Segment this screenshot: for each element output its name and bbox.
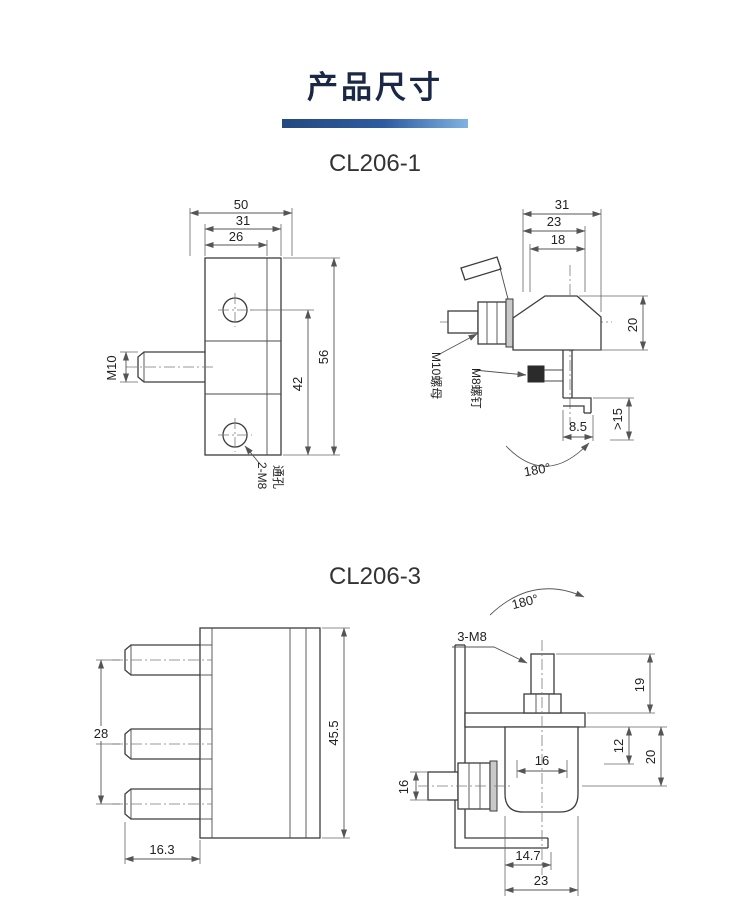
cl206-3-side-view: 3-M8 19 12 20 16 16 <box>396 588 667 896</box>
dim-pin-length: 16.3 <box>149 842 174 857</box>
dim-body-height: 20 <box>625 318 640 332</box>
dim-width-outer: 31 <box>236 213 250 228</box>
dim-height-total: 56 <box>316 350 331 364</box>
dim-pin-spacing: 28 <box>94 726 108 741</box>
dim-height-total: 45.5 <box>326 720 341 745</box>
dim-width-total: 50 <box>234 197 248 212</box>
dim-pin-offset: 14.7 <box>515 848 540 863</box>
dim-depth-total: 31 <box>555 197 569 212</box>
title-underline <box>282 119 468 128</box>
dim-height-partial: 42 <box>290 377 305 391</box>
dim-pin-thread: M10 <box>104 355 119 380</box>
cl206-1-side-part <box>440 256 612 425</box>
label-m10-nut: M10螺母 <box>429 352 443 399</box>
cl206-1-side-view: 31 23 18 20 8.5 >15 M10螺母 M8螺钉 <box>429 197 648 479</box>
model-title-cl206-1: CL206-1 <box>328 150 422 177</box>
dim-depth-outer: 23 <box>547 214 561 229</box>
dim-body-width: 23 <box>534 873 548 888</box>
dim-offset: 8.5 <box>569 419 587 434</box>
label-holes-note: 通孔 <box>271 465 285 489</box>
label-m8-screw: M8螺钉 <box>469 368 483 409</box>
cl206-1-front-dimensions: 50 31 26 M10 56 42 2-M8 通孔 <box>104 197 340 490</box>
cl206-1-side-dimensions: 31 23 18 20 8.5 >15 M10螺母 M8螺钉 <box>429 197 648 479</box>
label-3-m8: 3-M8 <box>457 629 487 644</box>
dim-clearance: >15 <box>610 408 625 430</box>
cl206-3-front-part <box>112 627 321 839</box>
model-title-cl206-3: CL206-3 <box>328 563 422 590</box>
rotation-angle: 180° <box>523 460 552 479</box>
cl206-3-front-dimensions: 28 45.5 16.3 <box>89 627 350 864</box>
dim-lower-offset: 20 <box>643 750 658 764</box>
label-holes: 2-M8 <box>255 462 269 490</box>
dim-width-inner: 26 <box>229 229 243 244</box>
page-title: 产品尺寸 <box>307 70 443 105</box>
cl206-3-side-dimensions: 3-M8 19 12 20 16 16 <box>396 588 667 896</box>
dim-bolt-height: 19 <box>632 678 647 692</box>
cl206-1-front-view: 50 31 26 M10 56 42 2-M8 通孔 <box>104 197 340 490</box>
rotation-arrow-icon <box>505 442 590 467</box>
rotation-angle: 180° <box>510 591 540 612</box>
dim-depth-inner: 18 <box>551 232 565 247</box>
cl206-3-side-part <box>418 640 586 875</box>
cl206-1-front-part <box>126 257 282 456</box>
dim-upper-offset: 12 <box>611 739 626 753</box>
cl206-3-front-view: 28 45.5 16.3 <box>89 627 350 864</box>
dim-body-width-inner: 16 <box>535 753 549 768</box>
rotation-arrow-icon <box>489 588 585 616</box>
dim-bolt-height-left: 16 <box>396 780 411 794</box>
